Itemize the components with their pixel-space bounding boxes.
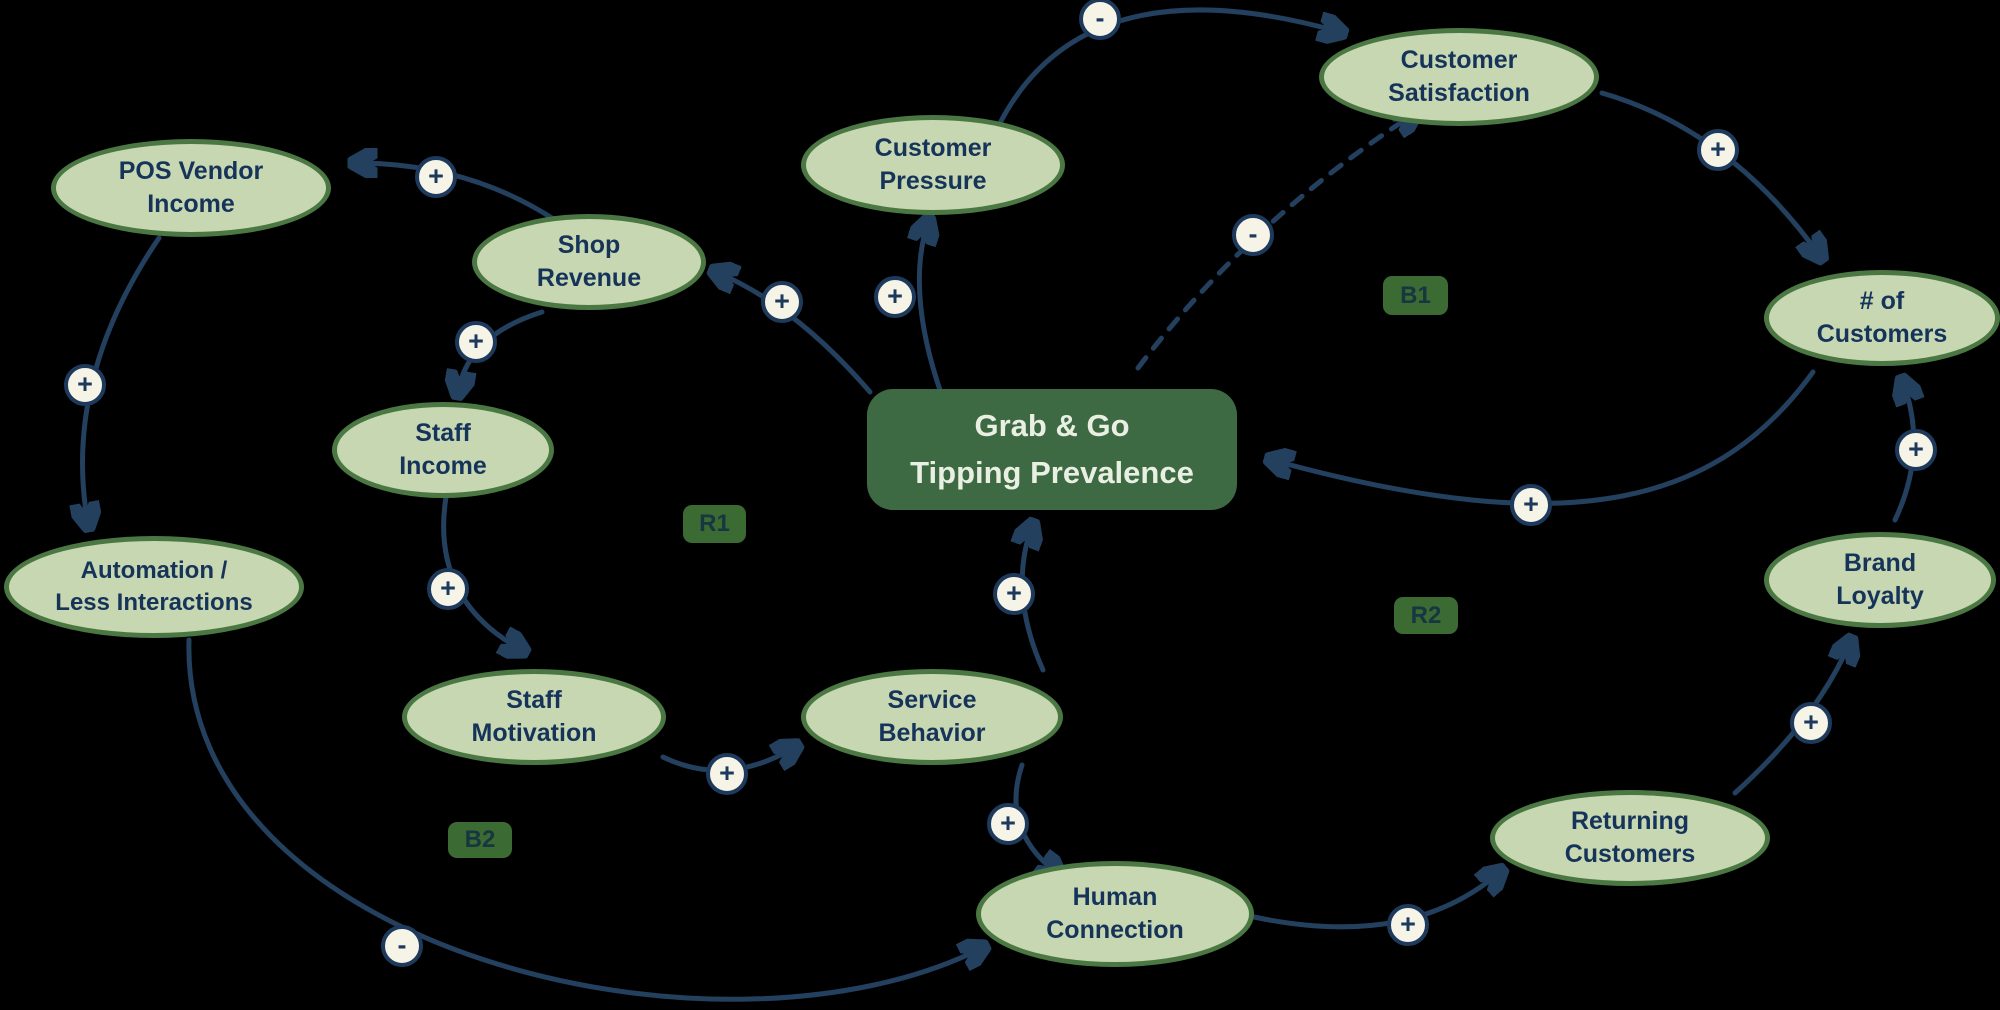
node-label-line: Behavior: [878, 719, 986, 747]
node-num-customers[interactable]: # of Customers: [1764, 270, 2000, 366]
node-label-line: Customers: [1816, 320, 1948, 348]
node-label-line: Returning: [1570, 807, 1690, 835]
node-label-line: Pressure: [879, 167, 987, 195]
node-label-line: # of: [1859, 287, 1905, 315]
sign-badge-num-customers-to-grab-go[interactable]: +: [1510, 484, 1552, 526]
node-label-line: Satisfaction: [1388, 79, 1530, 107]
sign-badge-staff-income-to-staff-motivation[interactable]: +: [427, 568, 469, 610]
sign-badge-returning-customers-to-brand-loyalty[interactable]: +: [1790, 702, 1832, 744]
sign-badge-grab-go-to-customer-pressure[interactable]: +: [874, 276, 916, 318]
node-label-line: Staff: [506, 686, 562, 714]
node-label-line: POS Vendor: [118, 157, 264, 185]
arrow-shop-revenue-to-pos-vendor-income: [356, 163, 558, 223]
node-label-line: Shop: [557, 231, 621, 259]
node-shop-revenue[interactable]: Shop Revenue: [472, 214, 706, 310]
node-label-line: Service: [887, 686, 977, 714]
arrow-customer-satisfaction-to-num-customers: [1599, 90, 1820, 256]
loop-label-b1[interactable]: B1: [1383, 276, 1448, 315]
sign-badge-service-behavior-to-grab-go[interactable]: +: [993, 573, 1035, 615]
arrow-customer-pressure-to-customer-satisfaction: [997, 7, 1340, 126]
node-label-line: Customer: [874, 134, 992, 162]
node-label-line: Customers: [1564, 840, 1696, 868]
loop-label-r1[interactable]: R1: [683, 505, 746, 543]
loop-label-r2[interactable]: R2: [1394, 597, 1458, 634]
sign-badge-service-behavior-to-human-connection[interactable]: +: [987, 803, 1029, 845]
node-pos-vendor-income[interactable]: POS Vendor Income: [51, 139, 331, 237]
central-node-label-line: Grab & Go: [974, 408, 1130, 443]
arrow-human-connection-to-returning-customers: [1251, 872, 1500, 930]
node-staff-income[interactable]: Staff Income: [332, 402, 554, 498]
node-label-line: Automation /: [80, 557, 228, 585]
arrow-grab-go-to-customer-satisfaction-dashed: [1135, 114, 1414, 371]
sign-badge-staff-motivation-to-service-behavior[interactable]: +: [706, 753, 748, 795]
central-node-label-line: Tipping Prevalence: [910, 454, 1194, 490]
arrow-automation-to-human-connection: [186, 637, 982, 1002]
node-label-line: Human: [1072, 883, 1158, 911]
arrow-grab-go-to-customer-pressure: [919, 222, 943, 393]
node-customer-satisfaction[interactable]: Customer Satisfaction: [1319, 28, 1599, 126]
sign-badge-shop-revenue-to-staff-income[interactable]: +: [455, 321, 497, 363]
node-label-line: Income: [399, 452, 487, 480]
node-returning-customers[interactable]: Returning Customers: [1490, 790, 1770, 886]
node-automation-less-interactions[interactable]: Automation / Less Interactions: [4, 536, 304, 638]
node-staff-motivation[interactable]: Staff Motivation: [402, 669, 666, 765]
node-label-line: Staff: [415, 419, 471, 447]
sign-badge-grab-go-to-shop-revenue[interactable]: +: [761, 281, 803, 323]
node-grab-go-tipping-prevalence[interactable]: Grab & Go Tipping Prevalence: [867, 389, 1237, 510]
loop-label-b2[interactable]: B2: [448, 822, 512, 858]
sign-badge-customer-satisfaction-to-num-customers[interactable]: +: [1697, 129, 1739, 171]
node-service-behavior[interactable]: Service Behavior: [801, 669, 1063, 765]
node-customer-pressure[interactable]: Customer Pressure: [801, 115, 1065, 215]
node-label-line: Less Interactions: [55, 589, 253, 616]
sign-badge-automation-to-human-connection[interactable]: -: [381, 925, 423, 967]
node-label-line: Brand: [1843, 549, 1917, 577]
node-label-line: Connection: [1046, 916, 1184, 944]
node-brand-loyalty[interactable]: Brand Loyalty: [1764, 532, 1996, 628]
node-label-line: Loyalty: [1836, 582, 1924, 610]
sign-badge-brand-loyalty-to-num-customers[interactable]: +: [1895, 429, 1937, 471]
sign-badge-pos-vendor-income-to-automation[interactable]: +: [64, 364, 106, 406]
node-label-line: Customer: [1400, 46, 1518, 74]
sign-badge-customer-pressure-to-customer-satisfaction[interactable]: -: [1079, 0, 1121, 40]
sign-badge-grab-go-to-customer-satisfaction[interactable]: -: [1232, 214, 1274, 256]
arrow-num-customers-to-grab-go: [1272, 369, 1816, 506]
node-label-line: Income: [147, 190, 235, 218]
node-human-connection[interactable]: Human Connection: [976, 861, 1254, 967]
node-label-line: Revenue: [536, 264, 642, 292]
node-label-line: Motivation: [471, 719, 597, 747]
sign-badge-human-connection-to-returning-customers[interactable]: +: [1387, 904, 1429, 946]
sign-badge-shop-revenue-to-pos-vendor-income[interactable]: +: [415, 156, 457, 198]
